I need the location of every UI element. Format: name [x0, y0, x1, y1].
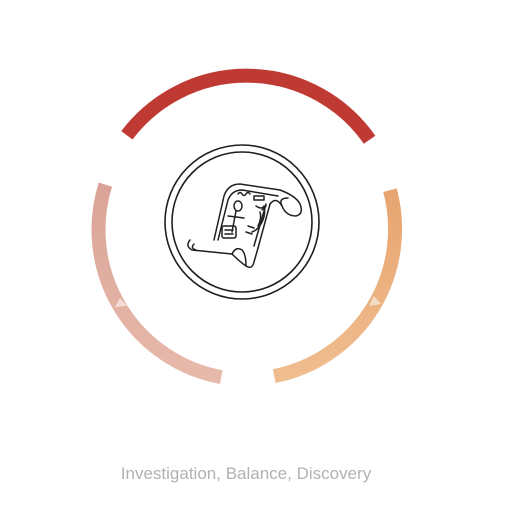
badge-outer-ring [164, 144, 320, 300]
ring-notches [115, 86, 381, 307]
badge-inner-ring [171, 151, 313, 293]
tagline: Investigation, Balance, Discovery [120, 464, 372, 483]
ring-segment-left [91, 182, 223, 384]
ring-segment-top [121, 68, 376, 144]
papyrus-scroll-icon [187, 183, 303, 269]
ring-segment-right [272, 188, 403, 383]
